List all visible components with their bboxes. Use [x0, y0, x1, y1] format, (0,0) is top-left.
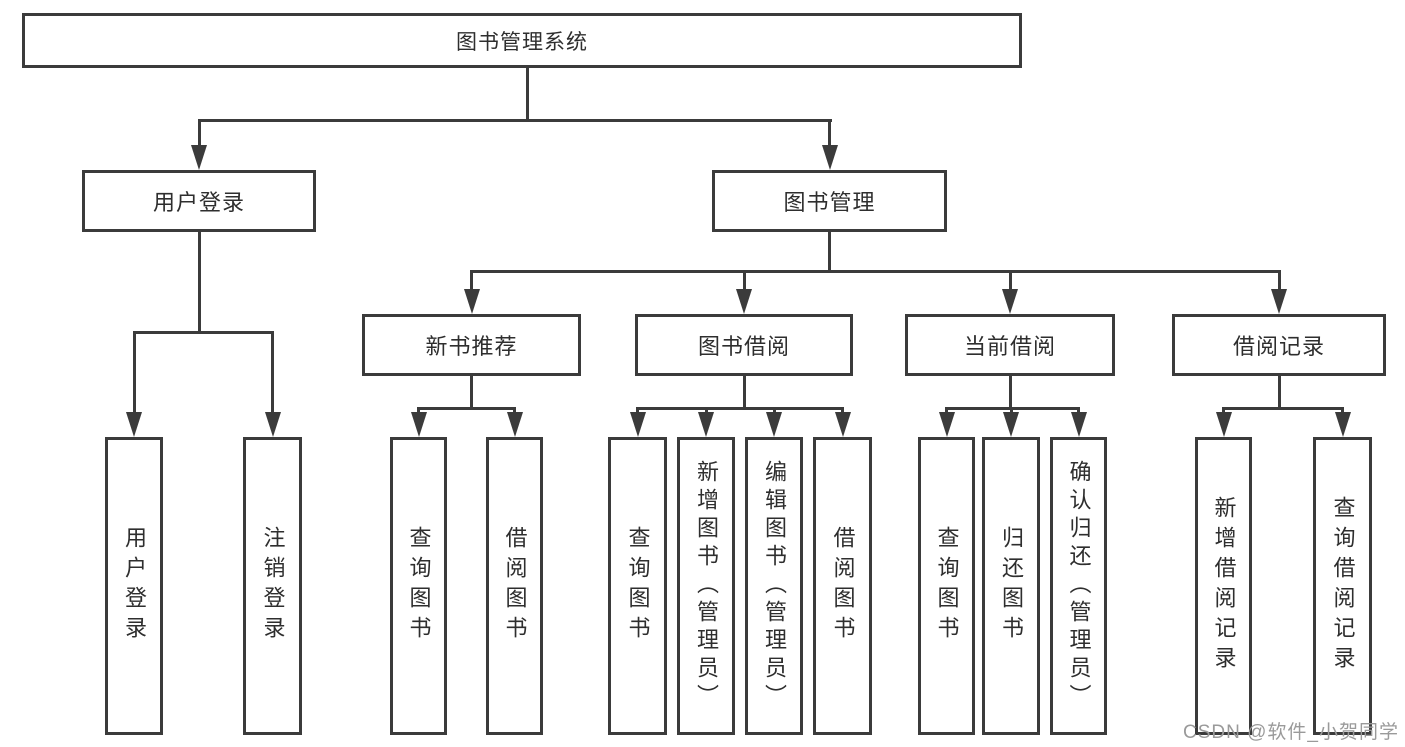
leaf-add-book-admin: 新增图书（管理员）: [677, 437, 735, 735]
leaf-query-books-1: 查询图书: [390, 437, 447, 735]
arrowhead: [1002, 289, 1018, 314]
connector-arrow-stem: [1009, 406, 1013, 416]
connector-stem: [197, 232, 201, 332]
connector-arrow-stem: [1277, 269, 1281, 293]
arrowhead: [1070, 412, 1087, 437]
watermark: CSDN @软件_小贺同学: [1183, 722, 1399, 743]
leaf-borrow-books-1: 借阅图书: [486, 437, 543, 735]
leaf-return-book: 归还图书: [982, 437, 1040, 735]
connector-arrow-stem: [841, 406, 844, 416]
arrowhead: [1215, 412, 1232, 437]
leaf-user-login: 用户登录: [105, 437, 163, 735]
leaf-query-borrow-record: 查询借阅记录: [1313, 437, 1372, 735]
connector-arrow-stem: [1077, 406, 1080, 416]
arrowhead: [766, 412, 782, 437]
arrowhead: [1003, 412, 1019, 437]
arrowhead: [506, 412, 523, 437]
connector-stem: [828, 232, 831, 271]
node-new-book-recommend: 新书推荐: [362, 314, 581, 376]
arrowhead: [463, 289, 480, 314]
connector-hline: [470, 269, 1281, 273]
arrowhead: [191, 145, 207, 170]
connector-hline: [197, 119, 832, 122]
arrowhead: [1271, 289, 1287, 314]
connector-arrow-stem: [1222, 406, 1225, 416]
arrowhead: [938, 412, 955, 437]
arrowhead: [834, 412, 851, 437]
connector-hline: [417, 406, 516, 410]
connector-arrow-stem: [271, 330, 274, 415]
node-book-management-system: 图书管理系统: [22, 13, 1022, 68]
leaf-edit-book-admin: 编辑图书（管理员）: [745, 437, 803, 735]
arrowhead: [629, 412, 646, 437]
connector-arrow-stem: [197, 119, 201, 149]
connector-arrow-stem: [772, 406, 776, 416]
connector-hline: [945, 406, 1080, 410]
connector-arrow-stem: [1341, 406, 1344, 416]
connector-arrow-stem: [742, 269, 746, 293]
connector-hline: [132, 330, 274, 334]
arrowhead: [126, 412, 142, 437]
arrowhead: [821, 145, 838, 170]
arrowhead: [736, 289, 752, 314]
connector-hline: [636, 406, 844, 410]
connector-arrow-stem: [828, 119, 831, 149]
arrowhead: [698, 412, 714, 437]
node-book-management: 图书管理: [712, 170, 947, 232]
leaf-query-books-3: 查询图书: [918, 437, 975, 735]
connector-stem: [1277, 376, 1281, 408]
connector-arrow-stem: [704, 406, 708, 416]
arrowhead: [264, 412, 281, 437]
connector-stem: [470, 376, 473, 408]
connector-stem: [1008, 376, 1012, 408]
node-book-borrowing: 图书借阅: [635, 314, 853, 376]
connector-stem: [525, 68, 529, 120]
node-borrowing-records: 借阅记录: [1172, 314, 1386, 376]
connector-arrow-stem: [636, 406, 639, 416]
connector-arrow-stem: [1008, 269, 1012, 293]
arrowhead: [410, 412, 427, 437]
node-current-borrowing: 当前借阅: [905, 314, 1115, 376]
leaf-borrow-books-2: 借阅图书: [813, 437, 872, 735]
connector-arrow-stem: [132, 330, 136, 415]
leaf-query-books-2: 查询图书: [608, 437, 667, 735]
leaf-confirm-return-admin: 确认归还（管理员）: [1050, 437, 1107, 735]
connector-arrow-stem: [513, 406, 516, 416]
leaf-add-borrow-record: 新增借阅记录: [1195, 437, 1252, 735]
connector-stem: [742, 376, 746, 408]
connector-arrow-stem: [470, 269, 473, 293]
leaf-logout: 注销登录: [243, 437, 302, 735]
connector-hline: [1222, 406, 1344, 410]
node-user-login: 用户登录: [82, 170, 316, 232]
arrowhead: [1334, 412, 1351, 437]
connector-arrow-stem: [945, 406, 948, 416]
connector-arrow-stem: [417, 406, 420, 416]
